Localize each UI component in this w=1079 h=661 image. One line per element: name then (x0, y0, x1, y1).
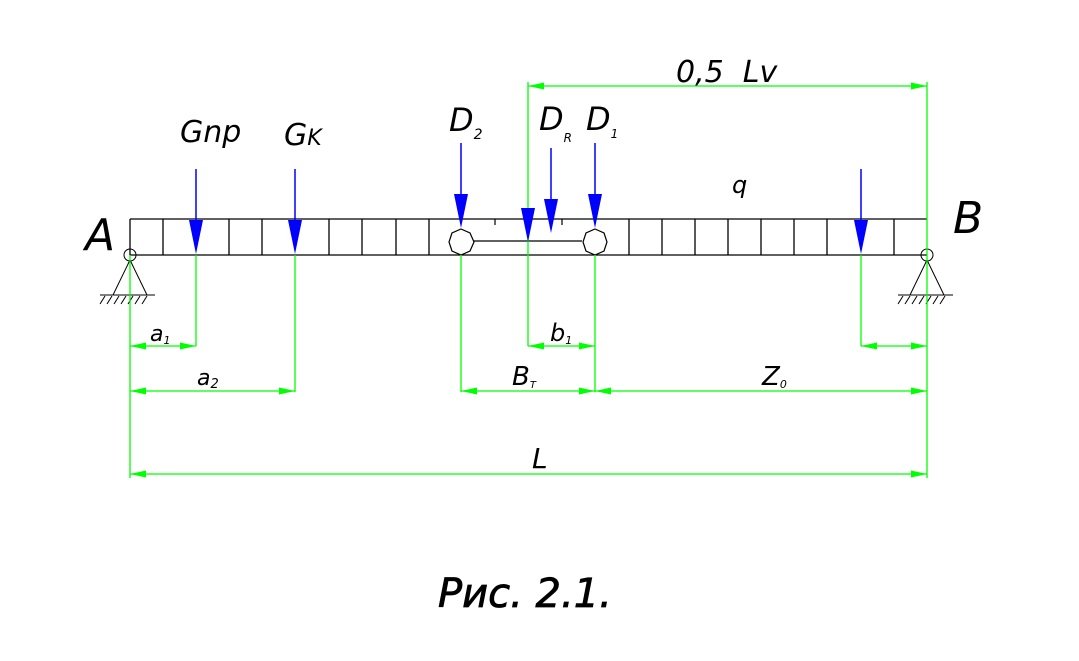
dimension-arrowhead (130, 342, 146, 350)
load-arrow-right (854, 169, 868, 254)
load-arrow-center (521, 208, 535, 242)
dimension-arrowhead (528, 342, 544, 350)
load-arrow-gnp (189, 169, 203, 254)
dimension-arrowhead (595, 387, 611, 395)
dimension-arrowhead (579, 387, 595, 395)
dimension-arrowhead (461, 387, 477, 395)
load-arrowhead (288, 220, 302, 254)
hatch-line (911, 295, 918, 305)
trolley-wheel-right (582, 228, 608, 256)
dim-label-a2-main: a (197, 366, 210, 391)
load-label-d1-sub: 1 (611, 127, 619, 141)
hatch-line (113, 295, 120, 305)
load-arrow-dr (544, 148, 558, 233)
load-arrowhead (854, 220, 868, 254)
hatch-line (99, 295, 106, 305)
load-label-d1-main: D (586, 100, 611, 138)
load-label-gk-sub: K (307, 126, 323, 151)
dimension-l (130, 470, 927, 478)
dim-label-b1-sub: 1 (565, 334, 572, 347)
load-label-gnp: Gnp (180, 115, 241, 150)
dim-label-b1-main: b (550, 319, 565, 347)
load-label-d2-sub: 2 (474, 127, 483, 143)
hatch-line (897, 295, 904, 305)
load-arrows (189, 143, 868, 254)
dimension-bt (461, 387, 595, 395)
load-label-dr-sub: R (564, 131, 572, 145)
dim-label-z0-main: Z (761, 362, 781, 392)
dimension-arrowhead (130, 470, 146, 478)
hatch-line (134, 295, 141, 305)
load-label-gk-main: G (284, 118, 307, 153)
figure-caption: Рис. 2.1. (438, 571, 612, 617)
load-arrow-gk (288, 169, 302, 254)
dim-label-z0-sub: 0 (780, 378, 787, 391)
dimension-labels: 0,5 Lv a1 a2 b1 BT Z0 L (150, 55, 787, 475)
load-label-d2: D2 (449, 101, 483, 143)
dimension-arrowhead (911, 82, 927, 90)
dimension-arrowhead (180, 342, 196, 350)
trolley (448, 219, 608, 256)
dimension-z0 (595, 387, 927, 395)
dimension-a1 (130, 342, 196, 350)
load-label-d1: D1 (586, 100, 618, 141)
dim-label-a1: a1 (150, 322, 170, 347)
hatch-line (120, 295, 127, 305)
load-arrow-d1 (588, 143, 602, 228)
dimension-a2 (130, 387, 295, 395)
hatch-line (939, 295, 946, 305)
dimension-arrowhead (861, 342, 877, 350)
dimension-right-gap (861, 342, 927, 350)
dimension-arrowhead (528, 82, 544, 90)
dimension-arrowhead (911, 387, 927, 395)
beam-bay-dividers (162, 219, 895, 255)
hatch-line (141, 295, 148, 305)
dim-label-a2-sub: 2 (210, 377, 218, 392)
dimension-arrowhead (911, 470, 927, 478)
hatch-line (904, 295, 911, 305)
ground-hatch (897, 295, 946, 305)
ground-hatch (99, 295, 148, 305)
support-b-label: B (953, 193, 983, 244)
dim-label-b1: b1 (550, 319, 572, 347)
dim-label-z0: Z0 (761, 362, 787, 392)
load-arrow-d2 (454, 143, 468, 228)
dimension-arrowhead (579, 342, 595, 350)
load-label-dr-main: D (539, 100, 564, 138)
dimension-arrowhead (911, 342, 927, 350)
load-label-d2-main: D (449, 101, 474, 139)
hatch-line (918, 295, 925, 305)
dim-label-a2: a2 (197, 366, 219, 392)
support-b (897, 248, 953, 305)
load-arrowhead (588, 194, 602, 228)
support-a-label: A (82, 210, 115, 261)
dim-label-bt-sub: T (530, 380, 537, 391)
dimension-arrowhead (130, 387, 146, 395)
dimension-arrowhead (279, 387, 295, 395)
dim-label-half-lv: 0,5 Lv (676, 55, 778, 90)
distributed-load-label: q (732, 171, 747, 199)
dimension-b1 (528, 342, 595, 350)
dim-label-l: L (532, 442, 548, 475)
dim-label-a1-main: a (150, 322, 163, 347)
load-label-gk: GK (284, 118, 323, 153)
hatch-line (106, 295, 113, 305)
load-label-dr: DR (539, 100, 572, 145)
dim-label-a1-sub: 1 (163, 334, 170, 347)
dim-label-bt: BT (512, 362, 537, 392)
trolley-wheel-left (448, 228, 475, 256)
dimension-lines (130, 82, 927, 478)
extension-lines (129, 82, 928, 478)
load-arrowhead (454, 194, 468, 228)
load-arrowhead (189, 220, 203, 254)
hatch-line (932, 295, 939, 305)
dimension-half-lv (528, 82, 927, 90)
support-a (99, 248, 155, 305)
load-labels: Gnp GK D2 DR D1 (180, 100, 618, 153)
dim-label-bt-main: B (512, 362, 530, 392)
load-arrowhead (544, 199, 558, 233)
